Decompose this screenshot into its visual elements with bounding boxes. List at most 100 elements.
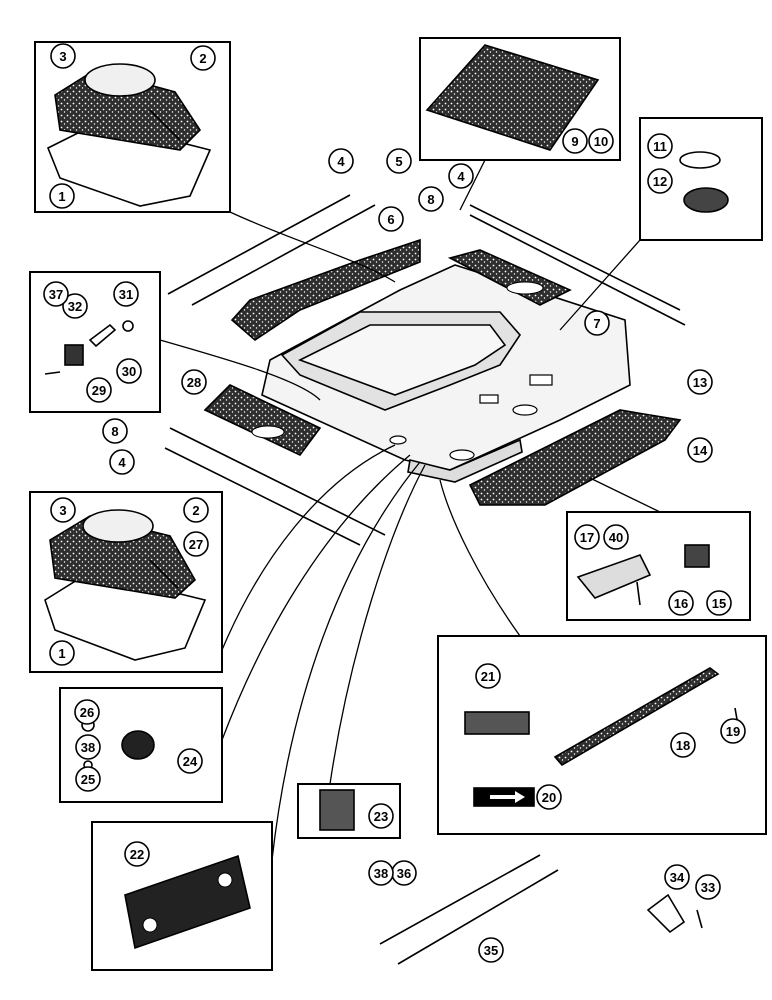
svg-text:18: 18 <box>676 738 690 753</box>
svg-text:7: 7 <box>593 316 600 331</box>
callout-16: 16 <box>668 590 694 616</box>
svg-text:15: 15 <box>712 596 726 611</box>
arrow-20 <box>490 791 525 803</box>
dome-light-box <box>566 511 751 621</box>
callout-8: 8 <box>418 186 444 212</box>
svg-text:2: 2 <box>199 51 206 66</box>
svg-text:9: 9 <box>571 134 578 149</box>
svg-text:30: 30 <box>122 364 136 379</box>
svg-text:38: 38 <box>81 740 95 755</box>
rail-4-top-left <box>167 194 351 295</box>
svg-text:31: 31 <box>119 287 133 302</box>
speaker-box-bottom <box>29 491 223 673</box>
svg-text:37: 37 <box>49 287 63 302</box>
plug-24 <box>121 730 155 760</box>
callout-31: 31 <box>113 281 139 307</box>
insulation-28 <box>203 384 322 457</box>
callout-28: 28 <box>181 369 207 395</box>
svg-text:33: 33 <box>701 880 715 895</box>
callout-4-bottom: 4 <box>109 449 135 475</box>
callout-8-bottom: 8 <box>102 418 128 444</box>
callout-12: 12 <box>647 168 673 194</box>
svg-text:3: 3 <box>59 503 66 518</box>
callout-4: 4 <box>328 148 354 174</box>
clamp-box <box>29 271 161 413</box>
clip-30 <box>64 344 84 366</box>
callout-2-bottom: 2 <box>183 497 209 523</box>
callout-13: 13 <box>687 369 713 395</box>
svg-text:22: 22 <box>130 847 144 862</box>
strip-35 <box>397 869 559 965</box>
svg-text:4: 4 <box>457 169 465 184</box>
strip-36 <box>379 854 541 945</box>
svg-text:27: 27 <box>189 537 203 552</box>
insulation-14 <box>468 409 682 506</box>
speaker-assembly-top <box>46 63 212 207</box>
callout-32: 32 <box>62 293 88 319</box>
cover-plate-box <box>91 821 273 971</box>
svg-text:35: 35 <box>484 943 498 958</box>
callout-36: 36 <box>391 860 417 886</box>
rail-5-top-left <box>191 204 376 306</box>
svg-text:25: 25 <box>81 772 95 787</box>
callout-3: 3 <box>50 43 76 69</box>
callout-21: 21 <box>475 663 501 689</box>
rail-4-bottom <box>164 447 361 546</box>
svg-text:16: 16 <box>674 596 688 611</box>
callout-20: 20 <box>536 784 562 810</box>
callouts: 1 2 3 4 5 6 7 8 9 10 11 12 13 14 15 16 1… <box>43 43 746 963</box>
svg-text:36: 36 <box>397 866 411 881</box>
bracket-34 <box>646 893 686 934</box>
callout-24: 24 <box>177 748 203 774</box>
grommet-ring <box>679 151 721 169</box>
svg-text:5: 5 <box>395 154 402 169</box>
callout-27: 27 <box>183 531 209 557</box>
svg-text:32: 32 <box>68 299 82 314</box>
svg-text:29: 29 <box>92 383 106 398</box>
svg-text:1: 1 <box>58 646 65 661</box>
callout-38-strip: 38 <box>368 860 394 886</box>
callout-6: 6 <box>378 206 404 232</box>
callout-11: 11 <box>647 133 673 159</box>
light-bar-box <box>437 635 767 835</box>
callout-17: 17 <box>574 524 600 550</box>
screw-33 <box>696 909 703 929</box>
svg-text:14: 14 <box>693 443 708 458</box>
svg-text:26: 26 <box>80 705 94 720</box>
switch-box <box>297 783 401 839</box>
svg-text:11: 11 <box>653 139 667 154</box>
speaker-assembly-bottom <box>44 509 207 661</box>
grommet-box <box>639 117 763 241</box>
headliner-pad <box>425 44 600 151</box>
callout-35: 35 <box>478 937 504 963</box>
svg-text:8: 8 <box>427 192 434 207</box>
svg-text:38: 38 <box>374 866 388 881</box>
svg-text:10: 10 <box>594 134 608 149</box>
callout-25: 25 <box>75 766 101 792</box>
callout-19: 19 <box>720 718 746 744</box>
svg-text:4: 4 <box>337 154 345 169</box>
callout-10: 10 <box>588 128 614 154</box>
callout-29: 29 <box>86 377 112 403</box>
svg-text:1: 1 <box>58 189 65 204</box>
callout-14: 14 <box>687 437 713 463</box>
svg-text:8: 8 <box>111 424 118 439</box>
switch-15 <box>684 544 710 568</box>
callout-9: 9 <box>562 128 588 154</box>
svg-text:21: 21 <box>481 669 495 684</box>
callout-33: 33 <box>695 874 721 900</box>
insulation-6 <box>230 238 421 342</box>
callout-7: 7 <box>584 310 610 336</box>
svg-text:12: 12 <box>653 174 667 189</box>
dome-lens-17 <box>576 554 652 599</box>
callout-37: 37 <box>43 281 69 307</box>
svg-text:17: 17 <box>580 530 594 545</box>
clamp-32 <box>88 323 117 348</box>
grommet-body <box>683 187 729 213</box>
callout-1: 1 <box>49 183 75 209</box>
callout-18: 18 <box>670 732 696 758</box>
callout-5: 5 <box>386 148 412 174</box>
nut-31 <box>122 320 134 332</box>
